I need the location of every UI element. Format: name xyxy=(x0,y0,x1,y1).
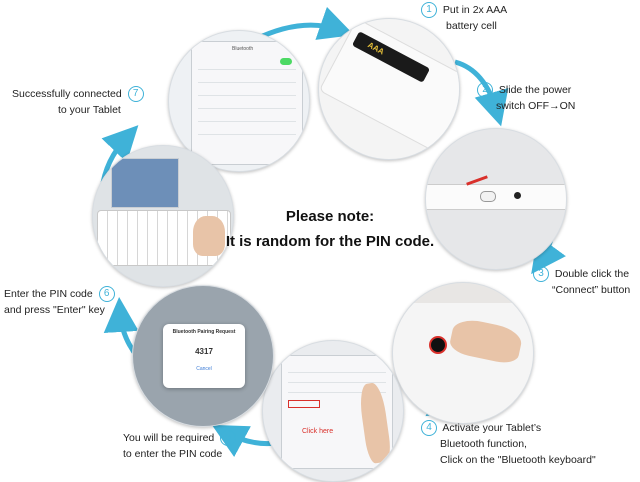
step-2-image xyxy=(425,128,567,270)
step-number-2: 2 xyxy=(477,82,493,99)
step-1-image: AAA xyxy=(318,18,460,160)
note-line1: Please note: xyxy=(285,208,375,225)
caption-step-3: 3 Double click the “Connect” button xyxy=(530,266,630,298)
connect-button-highlight xyxy=(429,336,447,354)
caption-step-1: 1 Put in 2x AAA battery cell xyxy=(418,2,507,34)
note-line2: It is random for the PIN code. xyxy=(225,233,435,250)
bt-header: Bluetooth xyxy=(232,46,254,52)
bt-toggle xyxy=(280,58,292,65)
battery-label: AAA xyxy=(366,40,386,57)
caption-step-4: 4 Activate your Tablet’s Bluetooth funct… xyxy=(418,420,596,468)
tablet-small xyxy=(111,158,179,208)
step-7-image: Bluetooth xyxy=(168,30,310,172)
step-number-6: 6 xyxy=(98,286,115,303)
power-switch xyxy=(480,191,496,202)
typing-hand xyxy=(193,216,225,256)
step-4-image: Click here xyxy=(262,340,404,482)
dialog-cancel: Cancel xyxy=(196,366,212,372)
step-number-1: 1 xyxy=(421,2,437,19)
connect-hole xyxy=(514,192,521,199)
step-number-4: 4 xyxy=(421,420,437,437)
tablet-settings-screen: Bluetooth xyxy=(191,41,303,165)
click-here-label: Click here xyxy=(302,428,334,435)
keyboard-bottom xyxy=(319,19,459,159)
step-number-7: 7 xyxy=(127,86,144,103)
keyboard-edge xyxy=(426,184,566,210)
step-number-3: 3 xyxy=(533,266,549,283)
caption-step-5: You will be required 5 to enter the PIN … xyxy=(123,430,239,462)
dialog-title: Bluetooth Pairing Request xyxy=(172,329,236,335)
dialog-pin: 4317 xyxy=(195,347,213,356)
caption-step-6: Enter the PIN code 6 and press "Enter" k… xyxy=(4,286,118,318)
caption-step-7: Successfully connected 7 to your Tablet xyxy=(12,86,147,118)
caption-step-2: 2 Slide the power switch OFF→ON xyxy=(474,82,575,114)
step-3-image xyxy=(392,282,534,424)
step-5-image: Bluetooth Pairing Request 4317 Cancel xyxy=(132,285,274,427)
step-number-5: 5 xyxy=(220,430,237,447)
step-6-image xyxy=(92,145,234,287)
arrow-1-2 xyxy=(454,59,509,127)
bt-keyboard-row xyxy=(288,400,320,408)
pin-dialog: Bluetooth Pairing Request 4317 Cancel xyxy=(163,324,245,388)
